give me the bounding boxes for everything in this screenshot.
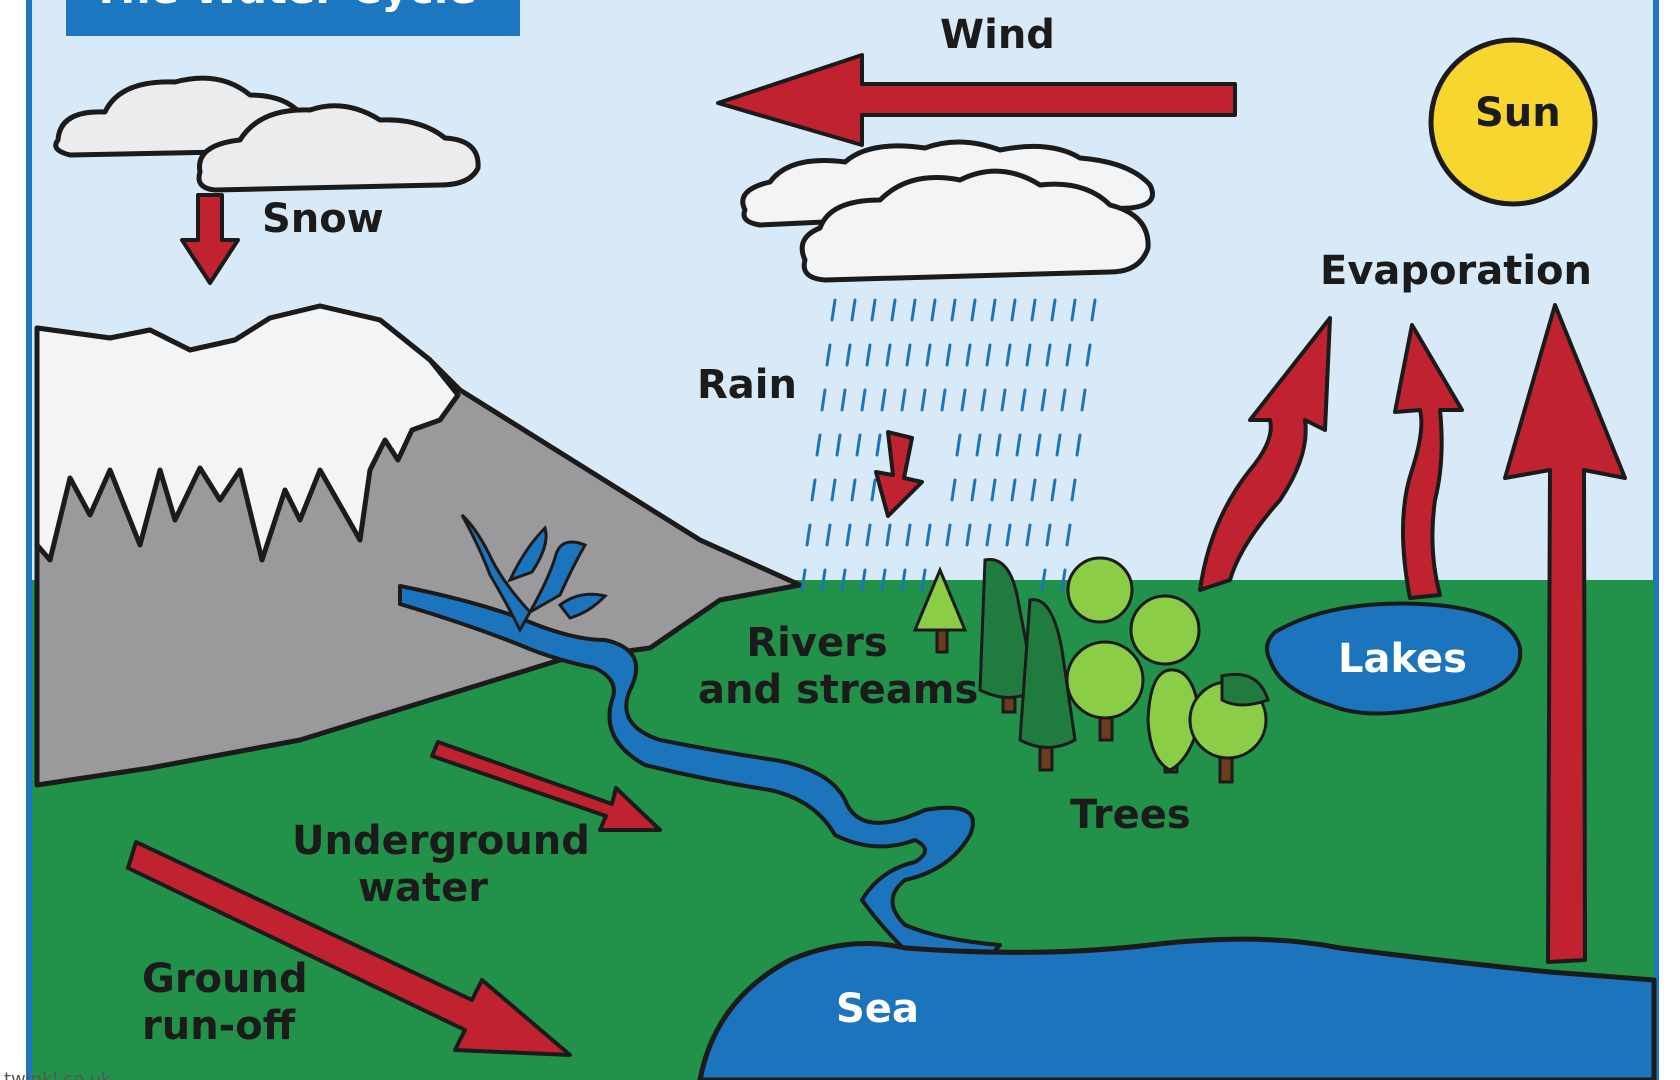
footer-text: twinkl.co.uk <box>4 1069 112 1080</box>
rivers-label: Rivers and streams <box>698 620 979 714</box>
cloud <box>196 103 481 193</box>
tree-dark <box>1220 672 1270 707</box>
cloud <box>799 168 1151 283</box>
tree-crown <box>1066 556 1134 624</box>
rain-row <box>805 523 1072 547</box>
tree-crown <box>1129 594 1201 666</box>
title-banner: The Water Cycle <box>66 0 520 36</box>
rain-row <box>810 478 1077 502</box>
rain-row <box>815 433 1082 457</box>
rain-arrow <box>874 430 924 518</box>
river <box>398 584 1002 1080</box>
underground-water-label: Underground water <box>292 818 590 912</box>
rivers-label-line2: and streams <box>698 667 979 714</box>
sun-label: Sun <box>1475 90 1561 136</box>
evaporation-arrow-lake <box>1393 323 1464 600</box>
ground-runoff-arrow <box>126 840 572 1057</box>
tree-cypress <box>1146 668 1202 772</box>
sun <box>1428 37 1598 207</box>
trees-label: Trees <box>1070 792 1191 838</box>
tree-conifer <box>912 566 968 632</box>
runoff-label-line1: Ground <box>142 956 308 1002</box>
rivers-label-line1: Rivers <box>746 620 888 666</box>
underground-water-arrow <box>430 740 662 832</box>
forest <box>912 556 1270 784</box>
snow-clouds <box>53 75 481 193</box>
mountain-snowcap <box>34 303 461 563</box>
evaporation-arrow-sea <box>1503 303 1627 964</box>
underground-label-line2: water <box>358 865 488 912</box>
snow-arrow <box>180 193 240 285</box>
wind-arrow <box>716 53 1237 147</box>
rain-row <box>820 388 1087 412</box>
tree-crown <box>1065 640 1145 720</box>
mountain <box>34 303 803 788</box>
rain-label: Rain <box>697 362 797 408</box>
rain <box>800 298 1097 592</box>
wind-label: Wind <box>940 12 1055 58</box>
rain-clouds <box>740 139 1155 283</box>
rain-row <box>825 343 1092 367</box>
sea <box>697 936 1657 1080</box>
stream-branches <box>460 513 608 634</box>
snow-label: Snow <box>262 196 384 242</box>
sea-label: Sea <box>836 986 919 1032</box>
rain-row <box>800 568 1067 592</box>
rain-row <box>830 298 1097 322</box>
runoff-label-line2: run-off <box>142 1003 296 1050</box>
lakes-label: Lakes <box>1338 636 1467 682</box>
ground-runoff-label: Ground run-off <box>142 956 308 1050</box>
evaporation-label: Evaporation <box>1320 248 1593 294</box>
footer-watermark: twinkl.co.uk <box>4 1066 424 1080</box>
lake <box>1264 601 1523 716</box>
arrows <box>126 53 1627 1057</box>
underground-label-line1: Underground <box>292 818 590 864</box>
diagram-title: The Water Cycle <box>92 0 477 13</box>
tree-trunk <box>935 628 949 654</box>
evaporation-arrow-trees <box>1198 316 1332 592</box>
